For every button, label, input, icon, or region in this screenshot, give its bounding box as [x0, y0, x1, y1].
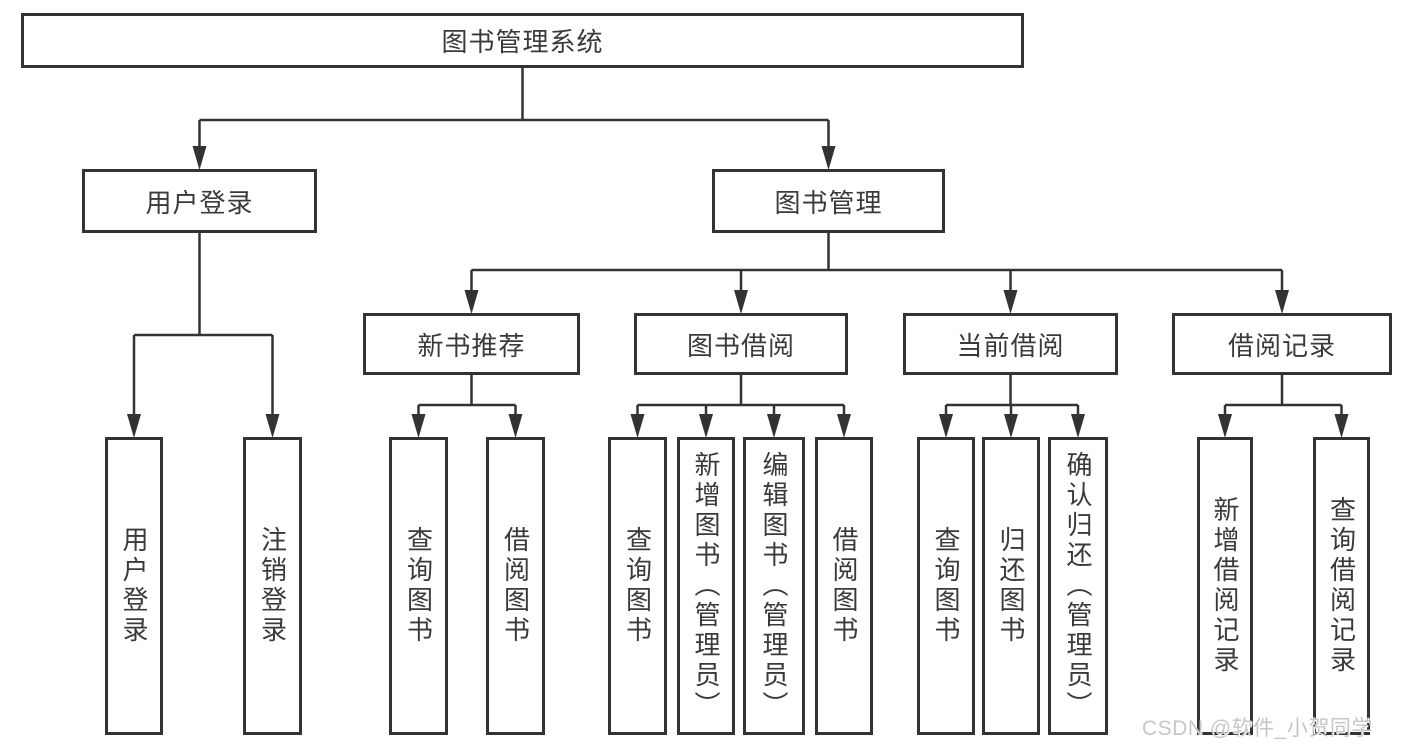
leaf-confirm-return-admin: 确认归还（管理员）	[1048, 437, 1108, 735]
node-root: 图书管理系统	[21, 13, 1024, 68]
csdn-watermark: CSDN @软件_小贺同学	[1142, 717, 1373, 740]
node-current-borrowing: 当前借阅	[903, 313, 1118, 375]
leaf-return-books: 归还图书	[982, 437, 1040, 735]
leaf-user-login: 用户登录	[105, 437, 163, 735]
leaf-current-query-books: 查询图书	[917, 437, 975, 735]
node-new-book-recommend: 新书推荐	[363, 313, 580, 375]
node-user-login: 用户登录	[82, 169, 317, 233]
node-book-management: 图书管理	[712, 169, 945, 233]
arrowhead-icons	[127, 146, 1349, 438]
leaf-recommend-query-books: 查询图书	[389, 437, 448, 735]
leaf-borrow-books: 借阅图书	[815, 437, 873, 735]
leaf-query-borrow-record: 查询借阅记录	[1313, 437, 1370, 735]
leaf-edit-books-admin: 编辑图书（管理员）	[743, 437, 805, 735]
leaf-add-borrow-record: 新增借阅记录	[1197, 437, 1253, 735]
leaf-add-books-admin: 新增图书（管理员）	[677, 437, 735, 735]
leaf-recommend-borrow-books: 借阅图书	[486, 437, 545, 735]
node-book-borrowing: 图书借阅	[634, 313, 848, 375]
leaf-logout: 注销登录	[243, 437, 302, 735]
leaf-borrowing-query-books: 查询图书	[608, 437, 667, 735]
node-borrowing-records: 借阅记录	[1172, 313, 1392, 375]
